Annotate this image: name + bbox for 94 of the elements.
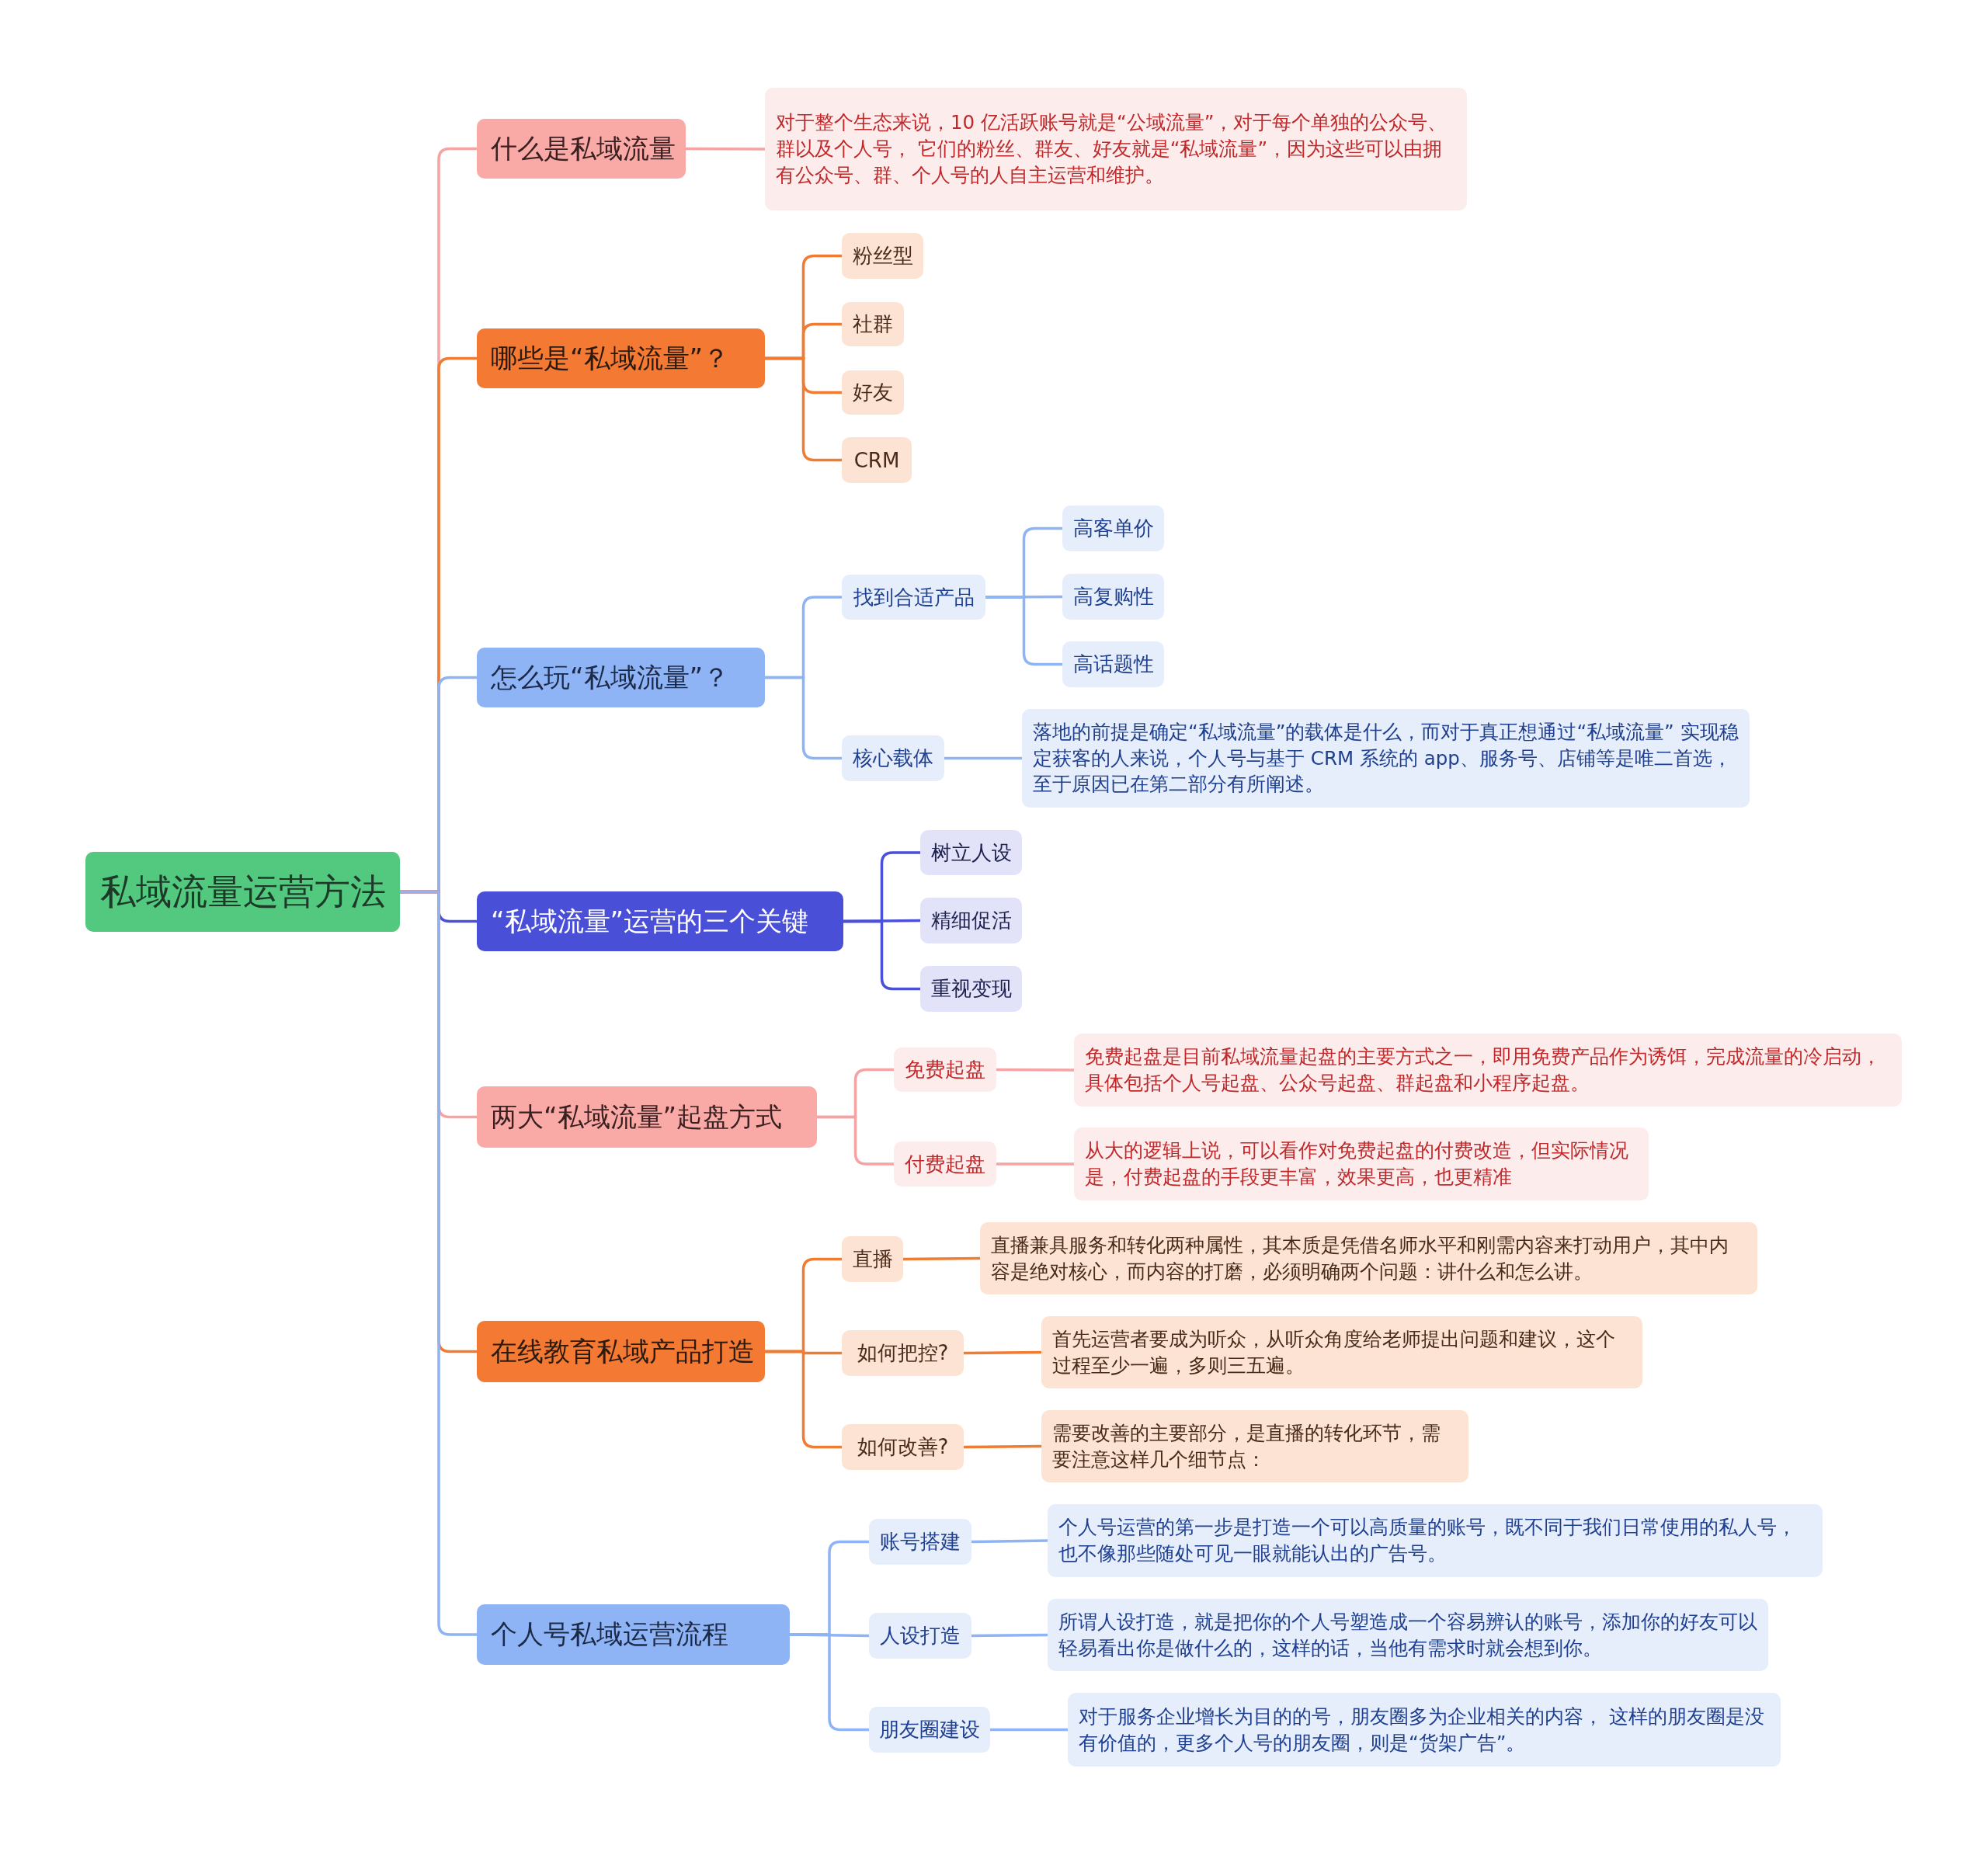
topic-label: 好友 [853,380,893,405]
main-topic-box [477,1321,765,1382]
branch-connector [964,1350,1041,1355]
note-text: 免费起盘是目前私域流量起盘的主要方式之一，即用免费产品作为诱饵，完成流量的冷启动，具体包括个人号起盘、公众号起盘、群起盘和小程序起盘。 [1085,1044,1882,1096]
topic-label: 粉丝型 [852,243,913,269]
subtopic-box [842,370,904,415]
branch-connector [686,147,765,151]
subtopic-box [869,1519,971,1565]
note-text: 个人号运营的第一步是打造一个可以高质量的账号，既不同于我们日常使用的私人号，也不像那些随处可见一眼就能认出的广告号。 [1058,1515,1797,1566]
note-box [1074,1128,1649,1200]
branch-connector [944,756,1022,760]
topic-label: 个人号私域运营流程 [491,1617,728,1651]
note-text: 需要改善的主要部分，是直播的转化环节，需要注意这样几个细节点： [1052,1420,1441,1472]
root-topic-box [85,852,400,932]
subtopic-box [920,966,1022,1012]
main-topic-box [477,328,765,388]
note-text: 首先运营者要成为听众，从听众角度给老师提出问题和建议，这个过程至少一遍，多则三五遍。 [1052,1326,1616,1378]
subtopic-box [1062,641,1164,687]
subtopic-box [842,233,923,279]
topic-label: 树立人设 [930,839,1012,866]
topic-label: 两大“私域流量”起盘方式 [491,1100,783,1134]
branch-connector [765,1350,842,1449]
branch-connector [996,1068,1074,1072]
branch-connector [990,1728,1068,1732]
note-box [1041,1410,1468,1482]
main-topic-box [477,648,765,707]
note-box [1068,1693,1781,1767]
subtopic-box [869,1707,990,1753]
subtopic-box [1062,574,1164,620]
note-box [1022,709,1750,808]
note-text: 直播兼具服务和转化两种属性，其本质是凭借名师水平和刚需内容来打动用户，其中内容是绝对核心，而内容的打磨，必须明确两个问题：讲什么和怎么讲。 [991,1232,1729,1284]
branch-connector [765,676,842,760]
branch-connector [903,1256,980,1261]
note-text: 对于整个生态来说，10 亿活跃账号就是“公域流量”，对于每个单独的公众号、群以及个人号， 它们的粉丝、群友、好友就是“私域流量”，因为这些可以由拥有公众号、群、个人号的人自主运营和维护。 [776,110,1448,188]
topic-label: 人设打造 [880,1623,961,1649]
topic-label: 免费起盘 [905,1057,985,1082]
topic-label: 如何改善? [857,1434,949,1460]
branch-connector [765,356,842,462]
branch-connector [817,1115,894,1166]
note-box [1074,1034,1902,1107]
subtopic-box [894,1141,996,1187]
topic-label: 重视变现 [930,976,1012,1002]
topic-label: 高话题性 [1072,652,1154,677]
topic-label: 高客单价 [1072,516,1154,541]
note-box [1041,1316,1642,1388]
topic-label: 找到合适产品 [853,584,975,610]
subtopic-box [842,302,904,346]
subtopic-box [842,1330,964,1376]
branch-connector [790,1633,869,1732]
subtopic-box [894,1048,996,1092]
note-text: 对于服务企业增长为目的的号，朋友圈多为企业相关的内容， 这样的朋友圈是没有价值的，更多个人号的朋友圈，则是“货架广告”。 [1079,1704,1765,1756]
subtopic-box [1062,506,1164,551]
topic-label: 核心载体 [853,745,933,771]
topic-label: 朋友圈建设 [879,1717,980,1743]
subtopic-box [920,898,1022,943]
note-box [1048,1504,1823,1577]
subtopic-box [869,1613,971,1659]
main-topic-box [477,1604,790,1665]
topic-label: 付费起盘 [905,1151,985,1177]
topic-label: CRM [853,448,900,472]
note-text: 从大的逻辑上说，可以看作对免费起盘的付费改造，但实际情况是，付费起盘的手段更丰富，效果更高，也更精准 [1085,1138,1629,1190]
topic-label: 账号搭建 [880,1529,961,1555]
branch-connector [996,1162,1074,1166]
topic-label: 高复购性 [1072,584,1154,610]
branch-connector [971,1633,1048,1638]
subtopic-box [842,1424,964,1470]
branch-connector [400,890,477,1636]
topic-label: 哪些是“私域流量”？ [491,341,730,375]
subtopic-box [920,830,1022,875]
note-text: 落地的前提是确定“私域流量”的载体是什么，而对于真正想通过“私域流量” 实现稳定获客的人来说，个人号与基于 CRM 系统的 app、服务号、店铺等是唯二首选，至于原因已在第二部分有所阐述。 [1033,719,1739,797]
branch-connector [843,919,920,991]
branch-connector [971,1539,1048,1544]
note-text: 所谓人设打造，就是把你的个人号塑造成一个容易辨认的账号，添加你的好友可以轻易看出你是做什么的，这样的话，当他有需求时就会想到你。 [1058,1609,1757,1661]
branch-connector [985,596,1062,666]
branch-connector [964,1444,1041,1449]
topic-label: 直播 [852,1246,893,1272]
topic-label: 精细促活 [930,908,1012,933]
subtopic-box [842,437,912,483]
topic-label: 怎么玩“私域流量”？ [491,660,730,694]
topic-label: 什么是私域流量 [491,131,676,165]
subtopic-box [842,735,944,781]
main-topic-box [477,1086,817,1148]
main-topic-box [477,891,843,951]
note-box [980,1222,1757,1294]
subtopic-box [842,1236,903,1282]
subtopic-box [842,575,985,620]
note-box [765,88,1467,210]
topic-label: 在线教育私域产品打造 [491,1334,755,1368]
topic-label: 社群 [853,311,893,337]
topic-label: 私域流量运营方法 [99,869,386,914]
main-topic-box [477,119,686,179]
topic-label: 如何把控? [857,1340,949,1366]
topic-label: “私域流量”运营的三个关键 [491,904,809,938]
note-box [1048,1599,1768,1671]
